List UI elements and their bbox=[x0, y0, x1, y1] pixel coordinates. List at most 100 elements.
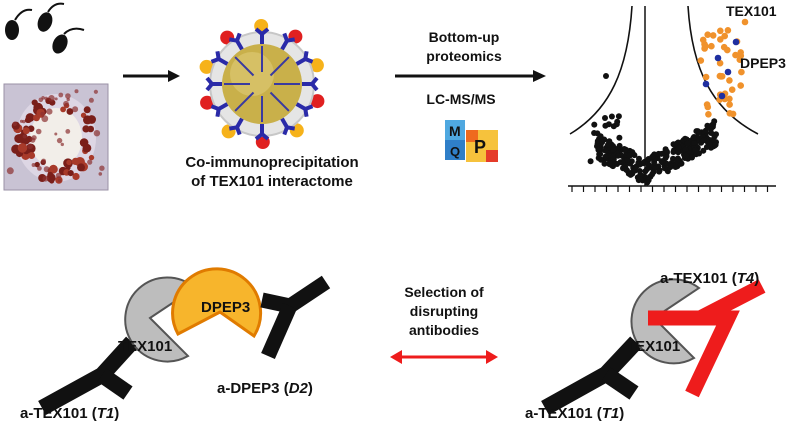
bead-antibody-icon bbox=[280, 117, 296, 136]
volcano-point bbox=[726, 77, 733, 84]
volcano-point bbox=[704, 103, 712, 111]
tissue-stain-spot bbox=[71, 157, 79, 165]
bead-antibody-icon bbox=[295, 50, 314, 66]
arrow-to-proteomics bbox=[395, 70, 546, 82]
volcano-point bbox=[724, 27, 732, 34]
volcano-point bbox=[737, 49, 744, 56]
tissue-stain-spot bbox=[31, 135, 37, 141]
volcano-point bbox=[662, 165, 668, 172]
volcano-point bbox=[658, 158, 665, 165]
proteomics-label-line2: proteomics bbox=[426, 48, 502, 64]
volcano-point bbox=[706, 141, 713, 148]
volcano-point bbox=[644, 166, 650, 173]
bead-antibody-icon bbox=[280, 32, 296, 51]
tissue-stain-spot bbox=[72, 172, 80, 181]
volcano-point bbox=[636, 155, 642, 162]
volcano-point bbox=[639, 160, 646, 167]
volcano-point bbox=[602, 115, 608, 121]
volcano-point bbox=[720, 43, 728, 51]
volcano-point bbox=[696, 129, 702, 136]
volcano-axis-ticks bbox=[571, 186, 769, 192]
tissue-stain-spot bbox=[79, 138, 89, 147]
bead-antibodies bbox=[205, 27, 319, 141]
volcano-point bbox=[628, 158, 635, 165]
tissue-stain-spot bbox=[42, 175, 49, 182]
antibody-d2-label: a-DPEP3 (D2) bbox=[217, 380, 313, 397]
volcano-point bbox=[615, 113, 622, 120]
tissue-stain-spot bbox=[88, 154, 95, 161]
tissue-stain-spot bbox=[87, 159, 93, 165]
volcano-point bbox=[601, 160, 608, 167]
double-arrow-red bbox=[390, 350, 498, 364]
coip-label-line1: Co-immunoprecipitation bbox=[185, 154, 358, 171]
bead-antibody-icon bbox=[210, 50, 229, 66]
volcano-point bbox=[704, 31, 711, 38]
tissue-stain-spot bbox=[41, 158, 46, 164]
maxquant-logo-icon: M Q bbox=[445, 120, 465, 160]
bead-antibody-icon bbox=[302, 76, 319, 92]
tissue-stain-spot bbox=[22, 119, 26, 124]
tissue-stain-spot bbox=[93, 89, 98, 94]
volcano-point bbox=[631, 152, 638, 159]
svg-text:Q: Q bbox=[450, 144, 460, 159]
tissue-stain-spot bbox=[34, 161, 40, 168]
volcano-point bbox=[712, 141, 719, 148]
tissue-stain-spot bbox=[41, 115, 49, 123]
bead-spoke bbox=[234, 56, 255, 77]
tissue-stain-spot bbox=[98, 172, 103, 176]
tissue-stain-spot bbox=[54, 132, 58, 136]
volcano-point bbox=[605, 121, 612, 128]
tissue-stain-spot bbox=[82, 145, 90, 153]
tissue-stain-spot bbox=[56, 137, 63, 144]
tissue-stain-spot bbox=[66, 159, 72, 166]
tissue-stain-spot bbox=[44, 96, 48, 101]
tissue-stain-spot bbox=[43, 166, 50, 173]
volcano-point bbox=[705, 111, 712, 118]
volcano-point bbox=[608, 113, 615, 120]
volcano-point bbox=[726, 110, 734, 117]
volcano-point bbox=[732, 51, 739, 59]
volcano-point bbox=[626, 152, 633, 159]
volcano-points bbox=[587, 18, 749, 186]
bead-antibody-icon bbox=[210, 102, 229, 118]
svg-text:P: P bbox=[474, 137, 486, 157]
tissue-stain-spot bbox=[49, 178, 55, 184]
tissue-stain-spot bbox=[31, 163, 36, 167]
volcano-point bbox=[717, 27, 724, 35]
bead-spoke bbox=[234, 91, 255, 112]
coip-label-line2: of TEX101 interactome bbox=[191, 173, 353, 190]
volcano-point bbox=[616, 134, 623, 141]
bead-spoke bbox=[269, 56, 290, 77]
volcano-point bbox=[708, 42, 715, 50]
volcano-point bbox=[644, 179, 651, 186]
bead-antibody-icon bbox=[228, 117, 244, 136]
tissue-stain-spot bbox=[88, 97, 94, 103]
tissue-stain-spot bbox=[83, 106, 91, 114]
volcano-point bbox=[704, 122, 711, 129]
volcano-point bbox=[598, 156, 604, 163]
volcano-point bbox=[682, 146, 689, 153]
tissue-stain-spot bbox=[47, 171, 53, 178]
volcano-point bbox=[726, 95, 733, 103]
volcano-point bbox=[668, 162, 675, 169]
bead-antibody-icon bbox=[254, 27, 270, 44]
volcano-point bbox=[587, 158, 594, 165]
tissue-stain-spot bbox=[38, 97, 44, 103]
perseus-logo-icon: P bbox=[466, 130, 498, 162]
bead-antibody-icon bbox=[254, 124, 270, 141]
volcano-point bbox=[717, 73, 725, 80]
tissue-stain-spot bbox=[46, 108, 53, 115]
tissue-stain-spot bbox=[66, 108, 74, 115]
antibody-t1-right-icon bbox=[541, 336, 642, 415]
volcano-point bbox=[674, 158, 681, 165]
antibody-t4-label: a-TEX101 (T4) bbox=[660, 270, 759, 287]
bead-antibody-icon bbox=[295, 102, 314, 118]
right-complex: TEX101 bbox=[541, 278, 766, 415]
volcano-point bbox=[738, 68, 745, 76]
volcano-point bbox=[736, 56, 744, 63]
volcano-point bbox=[610, 146, 617, 153]
selection-label-line3: antibodies bbox=[409, 322, 479, 338]
volcano-point bbox=[718, 92, 726, 100]
volcano-point bbox=[603, 73, 609, 79]
